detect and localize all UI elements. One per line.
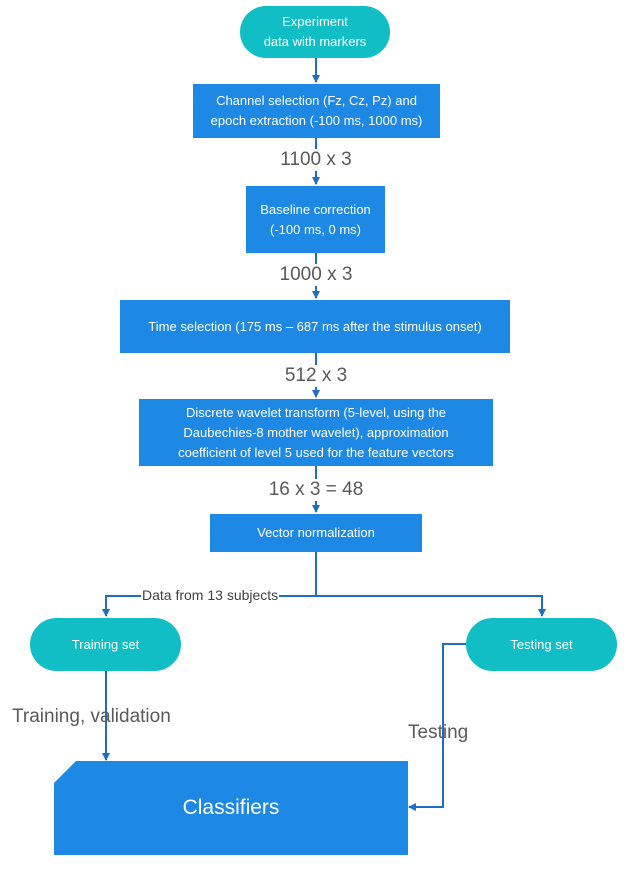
- training-validation-label: Training, validation: [12, 706, 171, 727]
- classifiers-box: Classifiers: [54, 761, 408, 855]
- wavelet-transform-box: Discrete wavelet transform (5-level, usi…: [139, 399, 493, 466]
- baseline-correction-box: Baseline correction (-100 ms, 0 ms): [246, 186, 385, 253]
- dimension-label-48: 16 x 3 = 48: [268, 479, 364, 501]
- time-selection-box: Time selection (175 ms – 687 ms after th…: [120, 300, 510, 353]
- experiment-node: Experiment data with markers: [240, 6, 390, 58]
- arrow-testing-to-classifiers: [408, 643, 468, 811]
- channel-selection-box: Channel selection (Fz, Cz, Pz) and epoch…: [193, 84, 440, 138]
- split-label: Data from 13 subjects: [141, 587, 280, 603]
- training-set-node: Training set: [30, 618, 181, 671]
- vector-normalization-box: Vector normalization: [210, 514, 422, 552]
- arrow-split-to-testing: [316, 595, 546, 617]
- testing-label: Testing: [408, 722, 469, 743]
- dimension-label-1100x3: 1100 x 3: [280, 149, 352, 171]
- dimension-label-1000x3: 1000 x 3: [279, 264, 353, 286]
- dimension-label-512x3: 512 x 3: [284, 365, 348, 387]
- classifiers-label: Classifiers: [182, 796, 280, 819]
- testing-set-node: Testing set: [466, 618, 617, 671]
